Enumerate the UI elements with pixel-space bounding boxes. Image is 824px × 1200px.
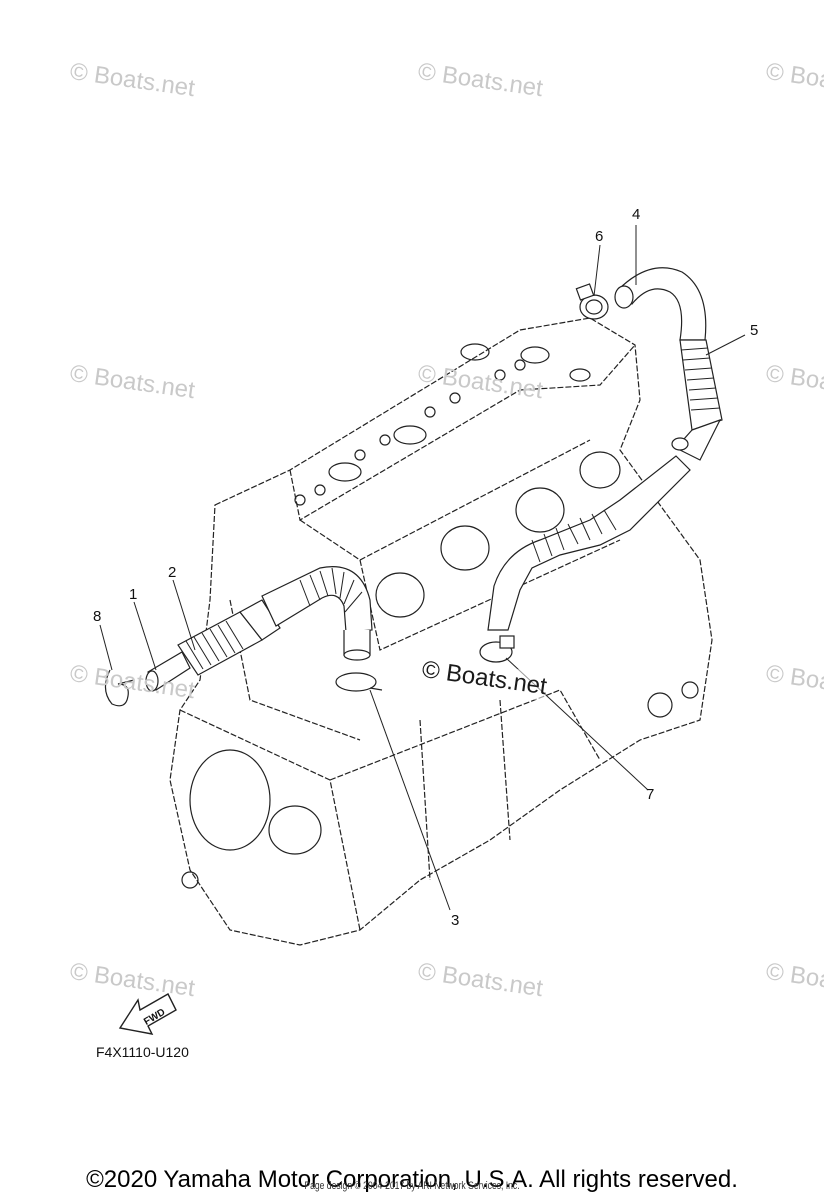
callout-5: 5 bbox=[750, 322, 759, 339]
fwd-arrow-icon bbox=[118, 993, 177, 1035]
leader-lines bbox=[99, 225, 746, 911]
part-8-clip bbox=[104, 669, 135, 707]
part-6-clamp bbox=[575, 283, 609, 320]
callout-3: 3 bbox=[451, 912, 460, 929]
callout-6: 6 bbox=[595, 228, 604, 245]
callout-1: 1 bbox=[129, 586, 138, 603]
callout-4: 4 bbox=[632, 206, 641, 223]
part-3-clip bbox=[335, 672, 383, 692]
callout-8: 8 bbox=[93, 608, 102, 625]
part-7-clamp bbox=[479, 635, 515, 663]
callout-2: 2 bbox=[168, 564, 177, 581]
part-5-corrugated bbox=[671, 339, 723, 461]
diagram-code: F4X1110-U120 bbox=[96, 1044, 189, 1060]
callout-7: 7 bbox=[646, 786, 655, 803]
part-1-pipe bbox=[145, 651, 191, 692]
part-2-hose bbox=[177, 599, 281, 676]
page-design-credit: Page design © 2004-2017 by ARI Network S… bbox=[304, 1180, 520, 1192]
copyright-notice: ©2020 Yamaha Motor Corporation, U.S.A. A… bbox=[86, 1166, 738, 1193]
elbow-hose bbox=[261, 566, 373, 661]
part-4-hose bbox=[614, 267, 707, 341]
lower-hose bbox=[487, 455, 691, 631]
engine-block bbox=[169, 317, 713, 946]
cylinder-head-details bbox=[181, 343, 699, 889]
